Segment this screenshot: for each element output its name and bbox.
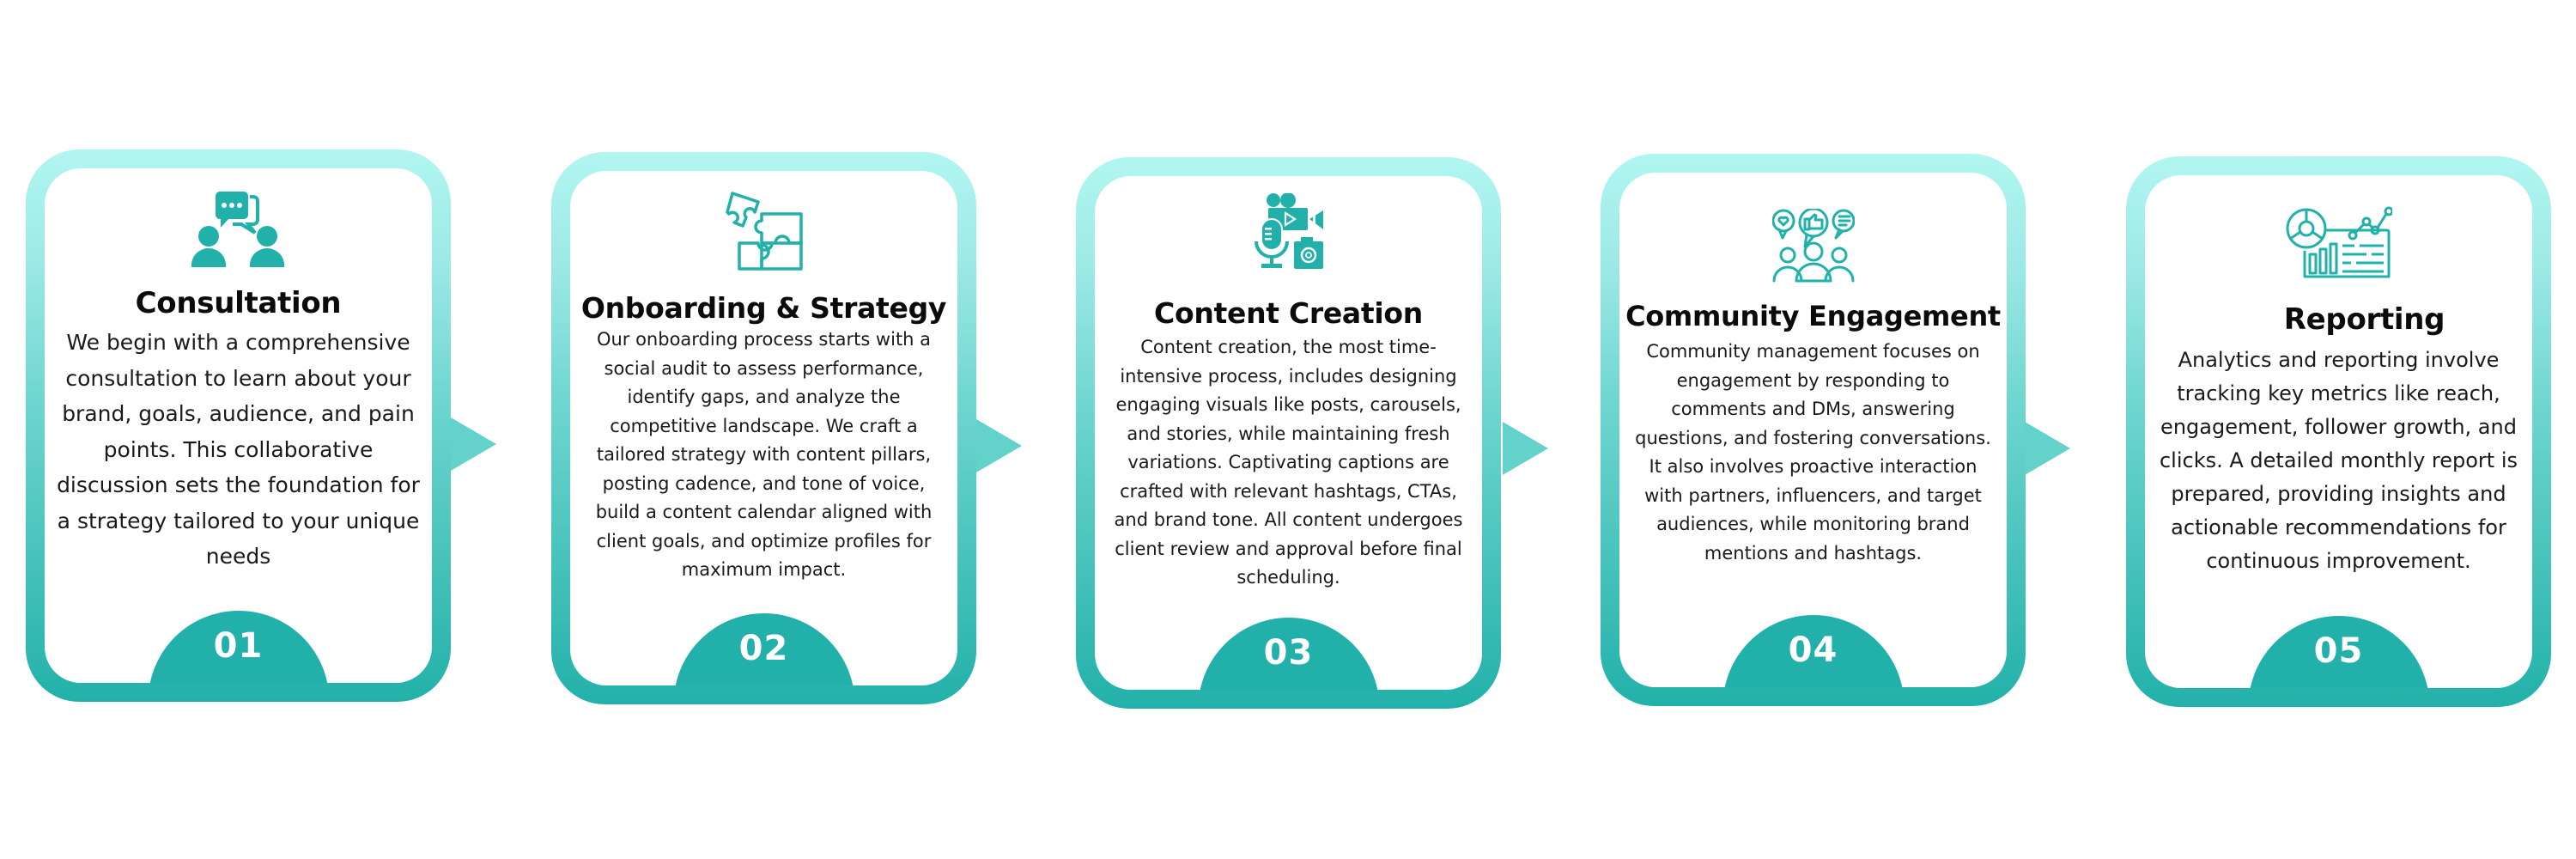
step-card-consultation: Consultation We begin with a comprehensi… xyxy=(26,149,451,702)
step-number-badge: 04 xyxy=(1722,615,1904,687)
step-number-badge: 02 xyxy=(673,613,854,685)
step-number: 03 xyxy=(1263,633,1314,673)
step-title: Community Engagement xyxy=(1625,300,2001,332)
step-card-content-creation: Content Creation Content creation, the m… xyxy=(1076,157,1501,709)
arrow-right-icon xyxy=(451,417,496,471)
card-content: Community Engagement Community managemen… xyxy=(1619,173,2007,687)
analytics-report-icon xyxy=(2286,206,2392,278)
arrow-right-icon xyxy=(1503,422,1548,475)
step-number-badge: 05 xyxy=(2248,616,2429,688)
step-title: Content Creation xyxy=(1154,296,1423,330)
step-number-badge: 03 xyxy=(1198,618,1379,690)
media-camera-mic-icon xyxy=(1253,193,1325,269)
step-card-community-engagement: Community Engagement Community managemen… xyxy=(1601,154,2026,706)
step-number: 04 xyxy=(1788,631,1838,670)
arrow-right-icon xyxy=(2025,422,2070,475)
card-content: Content Creation Content creation, the m… xyxy=(1095,176,1482,690)
arrow-right-icon xyxy=(976,419,1022,472)
step-number-badge: 01 xyxy=(148,611,329,683)
step-number: 02 xyxy=(738,629,789,668)
step-title: Onboarding & Strategy xyxy=(580,291,947,325)
card-content: Onboarding & Strategy Our onboarding pro… xyxy=(570,171,957,685)
step-card-reporting: Reporting Analytics and reporting involv… xyxy=(2126,156,2551,707)
step-number: 01 xyxy=(213,626,264,666)
step-description: We begin with a comprehensive consultati… xyxy=(57,330,420,569)
card-content: Consultation We begin with a comprehensi… xyxy=(45,168,432,683)
step-description: Analytics and reporting involve tracking… xyxy=(2159,348,2518,573)
community-engagement-icon xyxy=(1771,209,1855,283)
step-description: Our onboarding process starts with a soc… xyxy=(595,329,933,580)
step-title: Consultation xyxy=(135,286,342,320)
step-description: Content creation, the most time-intensiv… xyxy=(1114,337,1463,588)
card-content: Reporting Analytics and reporting involv… xyxy=(2145,175,2532,688)
consultation-people-chat-icon xyxy=(191,192,286,267)
step-number: 05 xyxy=(2313,631,2364,671)
step-description: Community management focuses on engageme… xyxy=(1635,341,1991,564)
step-card-onboarding-strategy: Onboarding & Strategy Our onboarding pro… xyxy=(551,152,976,704)
step-title: Reporting xyxy=(2283,302,2445,337)
puzzle-pieces-icon xyxy=(725,192,803,271)
